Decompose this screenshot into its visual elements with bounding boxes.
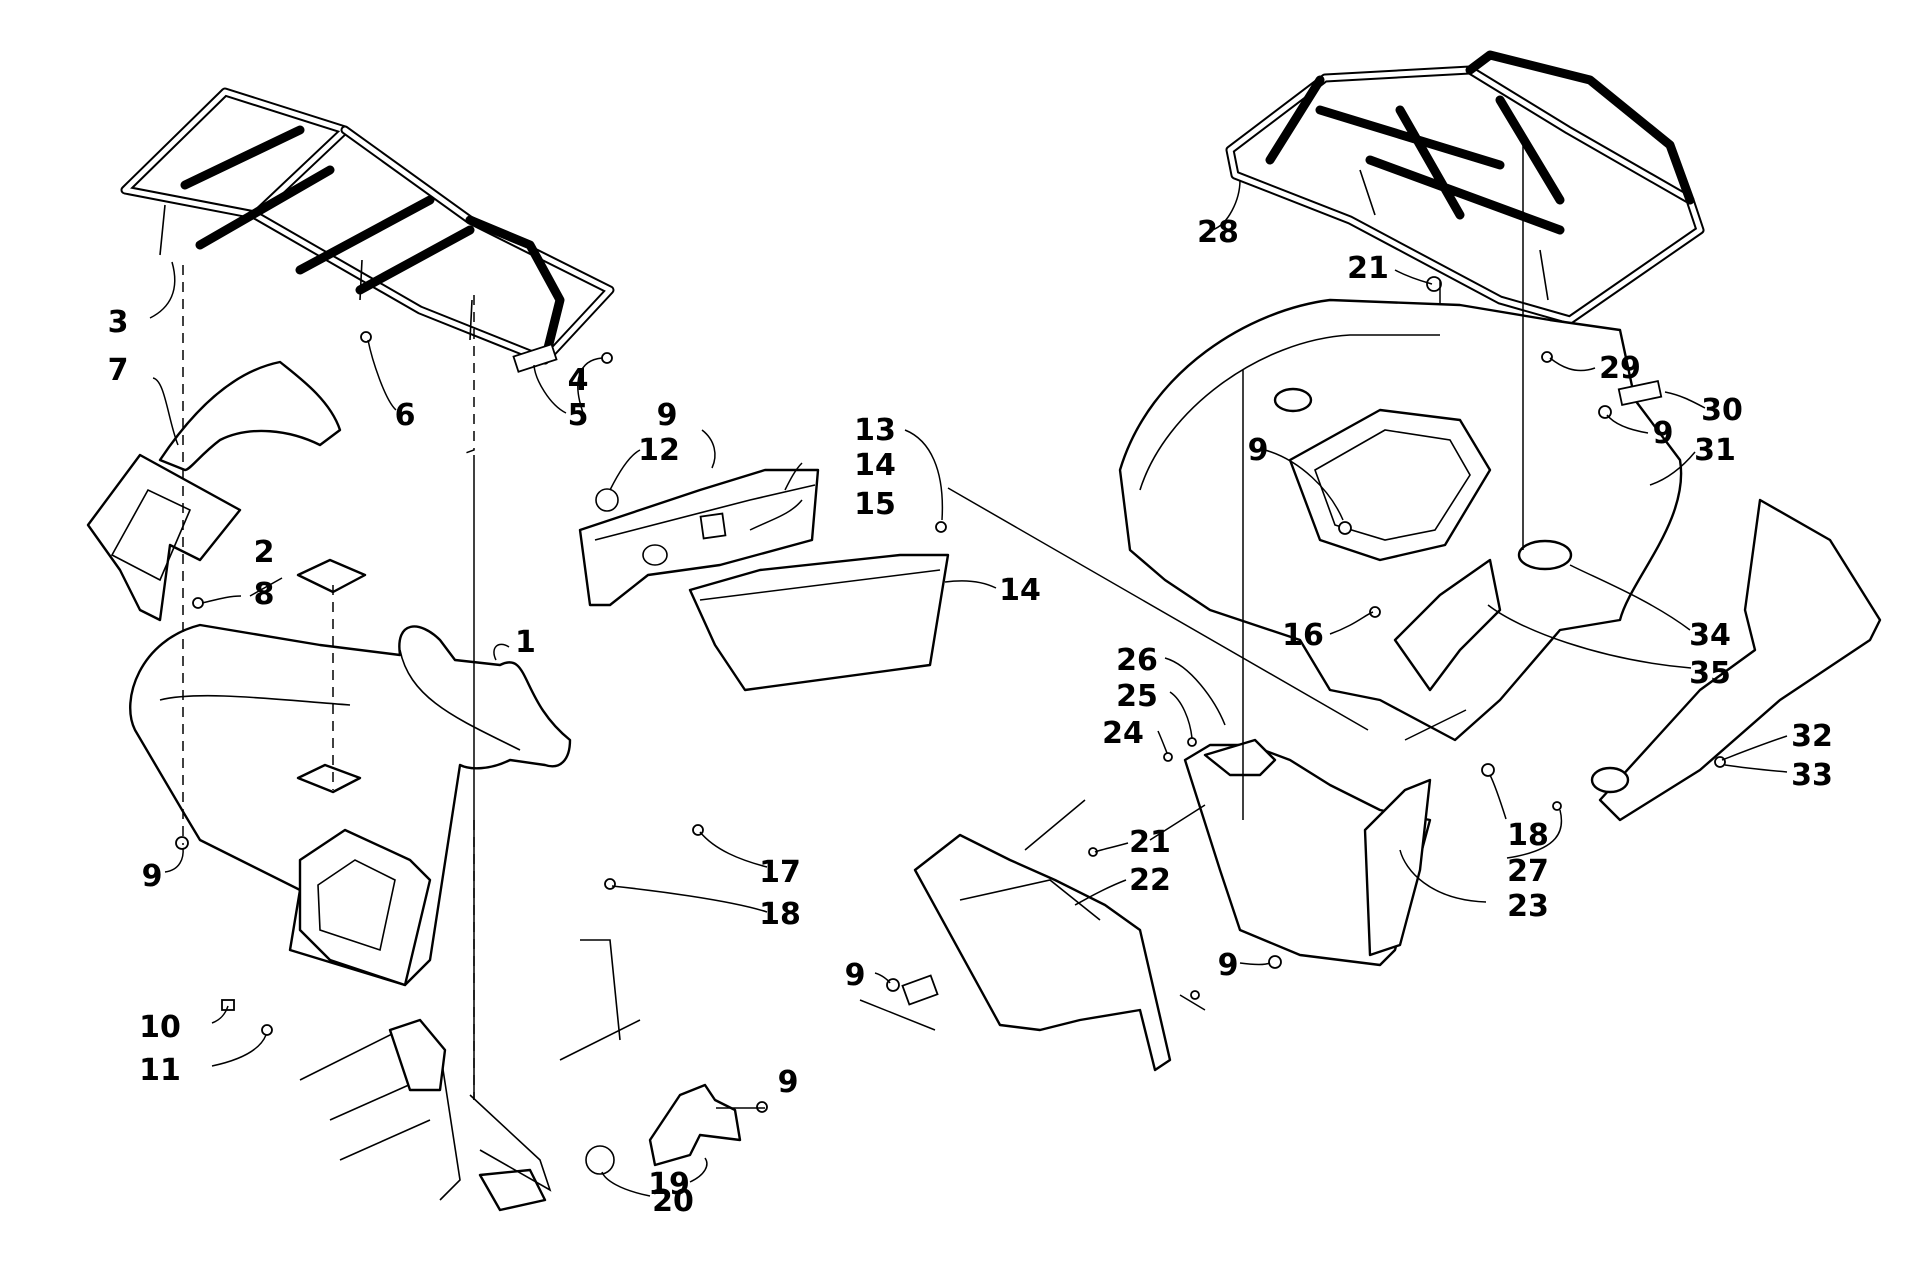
nut-9d — [1598, 405, 1612, 419]
rear-fender — [1590, 498, 1882, 822]
screw-13 — [935, 521, 947, 533]
callout-9g: 9 — [1218, 948, 1239, 983]
callout-28: 28 — [1197, 215, 1239, 250]
decal-plate — [296, 558, 367, 594]
screw-6 — [360, 331, 372, 343]
plate-bracket — [512, 343, 558, 373]
callout-14b: 14 — [999, 573, 1041, 608]
screw-24 — [1163, 752, 1173, 762]
rear-rack — [1225, 50, 1705, 325]
callout-8: 8 — [254, 577, 275, 612]
callout-30: 30 — [1701, 393, 1743, 428]
callout-25: 25 — [1116, 679, 1158, 714]
latch-21a — [1426, 276, 1442, 292]
tab-9c — [699, 512, 727, 540]
callout-34: 34 — [1689, 618, 1731, 653]
callout-31: 31 — [1694, 433, 1736, 468]
callout-3: 3 — [108, 305, 129, 340]
callout-14a: 14 — [854, 448, 896, 483]
callout-4: 4 — [568, 363, 589, 398]
callout-35: 35 — [1689, 656, 1731, 691]
rear-body — [1118, 298, 1683, 742]
callout-22: 22 — [1129, 863, 1171, 898]
front-frame-mount — [299, 939, 641, 1212]
screw-27 — [1552, 801, 1562, 811]
callout-1: 1 — [515, 625, 536, 660]
callout-10: 10 — [139, 1010, 181, 1045]
callout-5: 5 — [568, 398, 589, 433]
callout-15: 15 — [854, 487, 896, 522]
callout-9f: 9 — [845, 958, 866, 993]
side-panel-lower — [688, 553, 950, 692]
screw-18a — [604, 878, 616, 890]
nut-9b — [756, 1101, 768, 1113]
rear-mud-guard — [913, 833, 1172, 1072]
callout-27: 27 — [1507, 854, 1549, 889]
side-panel-upper — [578, 468, 820, 607]
front-body — [129, 623, 572, 987]
alignment-lines — [182, 140, 1524, 1100]
screw-11 — [261, 1024, 273, 1036]
callout-2: 2 — [254, 535, 275, 570]
nut-33 — [1714, 756, 1726, 768]
callout-9b: 9 — [778, 1065, 799, 1100]
screw-16 — [1369, 606, 1381, 618]
nut-9a — [175, 836, 189, 850]
callout-23: 23 — [1507, 889, 1549, 924]
callout-9c: 9 — [657, 398, 678, 433]
rear-side-panel — [1363, 778, 1432, 957]
callout-17: 17 — [759, 855, 801, 890]
callout-9e: 9 — [1248, 433, 1269, 468]
callout-16: 16 — [1282, 618, 1324, 653]
callout-13: 13 — [854, 413, 896, 448]
screw-9g — [1190, 990, 1200, 1000]
nut-9e — [1338, 521, 1352, 535]
callout-labels: 1 2 3 4 5 6 7 8 9 10 11 17 18 9 19 20 9 … — [108, 215, 1833, 1219]
callout-29: 29 — [1599, 351, 1641, 386]
callout-9d: 9 — [1653, 416, 1674, 451]
screw-4 — [601, 352, 613, 364]
callout-33: 33 — [1791, 758, 1833, 793]
callout-32: 32 — [1791, 719, 1833, 754]
nut-8 — [192, 597, 204, 609]
callout-20: 20 — [652, 1184, 694, 1219]
screw-25 — [1187, 737, 1197, 747]
callout-21a: 21 — [1347, 251, 1389, 286]
plate-bracket-rear — [1617, 379, 1663, 407]
center-leader — [947, 487, 1369, 731]
hose-clamp — [585, 1145, 615, 1175]
callout-24: 24 — [1102, 716, 1144, 751]
grommet-12 — [595, 488, 619, 512]
front-fender — [86, 360, 342, 622]
callout-18b: 18 — [1507, 818, 1549, 853]
callout-26: 26 — [1116, 643, 1158, 678]
nut-18b — [1481, 763, 1495, 777]
front-rack — [120, 87, 615, 365]
callout-11: 11 — [139, 1053, 181, 1088]
bracket-9f — [901, 974, 939, 1006]
callout-6: 6 — [395, 398, 416, 433]
leader-lines — [149, 179, 1788, 1197]
callout-12: 12 — [638, 433, 680, 468]
callout-9a: 9 — [142, 859, 163, 894]
clip-10 — [221, 999, 235, 1011]
callout-7: 7 — [108, 353, 129, 388]
side-bracket — [648, 1083, 742, 1167]
callout-19: 19 — [648, 1167, 690, 1202]
callout-18a: 18 — [759, 897, 801, 932]
nut-9g — [1268, 955, 1282, 969]
callout-21b: 21 — [1129, 825, 1171, 860]
screw-29 — [1541, 351, 1553, 363]
